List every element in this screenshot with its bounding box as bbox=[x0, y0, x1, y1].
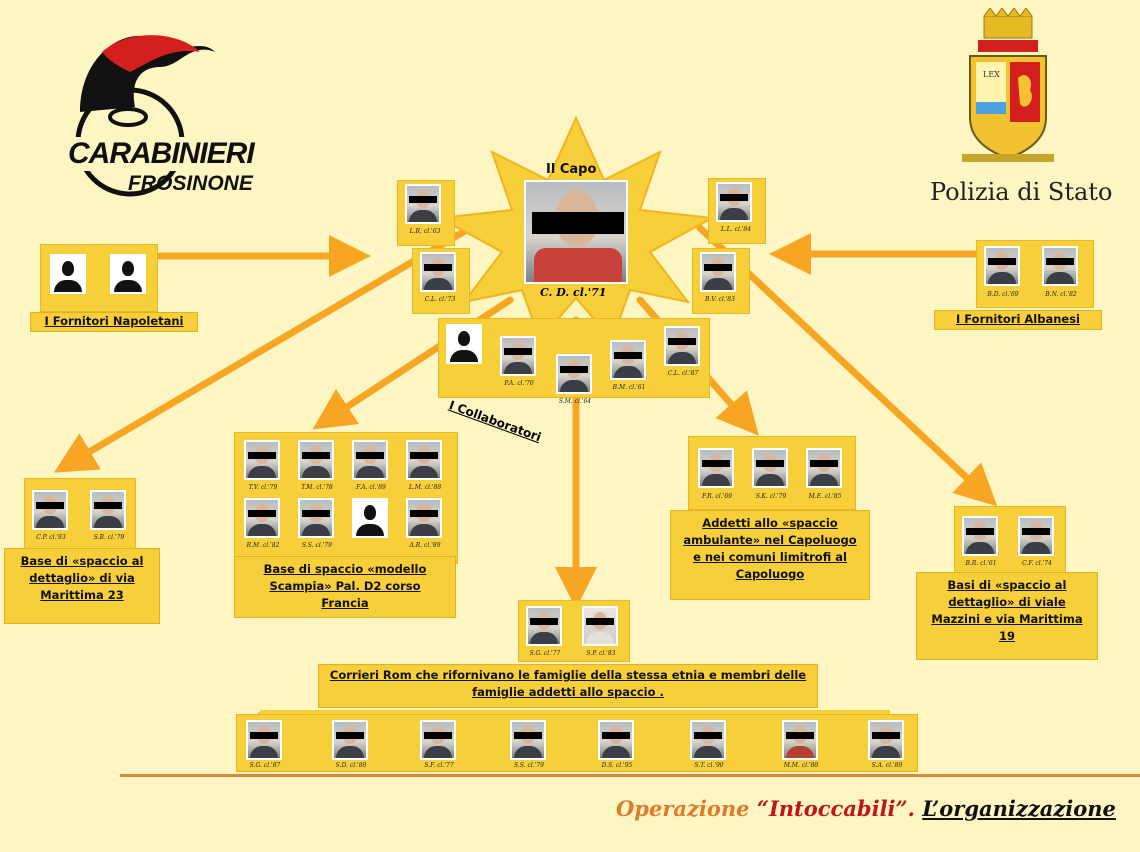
collaboratore-caption-4: B.M. cl.'61 bbox=[612, 384, 646, 391]
polizia-logo: LEX Polizia di Stato bbox=[930, 8, 1130, 208]
corriere-photo-4 bbox=[510, 720, 546, 760]
corriere-caption-3: S.F. cl.'77 bbox=[424, 762, 454, 769]
napoletani-photo-2 bbox=[110, 254, 146, 294]
ambulante-photo-3 bbox=[806, 448, 842, 488]
corrieri-leader-caption-2: S.P. cl.'83 bbox=[586, 650, 616, 657]
mazzini-photo-2 bbox=[1018, 516, 1054, 556]
collaboratore-photo-4 bbox=[610, 340, 646, 380]
scampia-photo-3 bbox=[352, 440, 388, 480]
ambulante-caption-1: F.R. cl.'69 bbox=[702, 493, 732, 500]
scampia-photo-5 bbox=[244, 498, 280, 538]
capo-title: Il Capo bbox=[546, 162, 597, 177]
corriere-caption-8: S.A. cl.'89 bbox=[871, 762, 903, 769]
scampia-caption-5: R.M. cl.'82 bbox=[246, 542, 280, 549]
mazzini-label: Basi di «spaccio al dettaglio» di viale … bbox=[916, 572, 1098, 660]
capo-caption: C. D. cl.'71 bbox=[540, 286, 607, 299]
scampia-photo-8 bbox=[406, 498, 442, 538]
collaboratore-photo-2 bbox=[500, 336, 536, 376]
marittima23-caption-2: S.B. cl.'79 bbox=[93, 534, 125, 541]
polizia-crest-icon bbox=[962, 8, 1054, 162]
ambulante-caption-3: M.E. cl.'85 bbox=[808, 493, 842, 500]
collaboratore-caption-3: S.M. cl.'64 bbox=[558, 398, 592, 405]
corrieri-leader-caption-1: S.G. cl.'77 bbox=[529, 650, 561, 657]
corriere-caption-1: S.G. cl.'87 bbox=[249, 762, 281, 769]
collaboratore-caption-5: C.L. cl.'87 bbox=[667, 370, 699, 377]
scampia-photo-6 bbox=[298, 498, 334, 538]
albanesi-photo-2 bbox=[1042, 246, 1078, 286]
ambulante-caption-2: S.K. cl.'79 bbox=[755, 493, 787, 500]
polizia-title: Polizia di Stato bbox=[930, 178, 1113, 206]
inner-caption-4: B.V. cl.'83 bbox=[705, 296, 735, 303]
scampia-caption-6: S.S. cl.'79 bbox=[302, 542, 332, 549]
ambulante-photo-1 bbox=[698, 448, 734, 488]
inner-photo-2 bbox=[420, 252, 456, 292]
capo-photo bbox=[524, 180, 628, 284]
albanesi-label: I Fornitori Albanesi bbox=[934, 310, 1102, 330]
footer-subtitle: L’organizzazione bbox=[922, 796, 1116, 821]
marittima23-label: Base di «spaccio al dettaglio» di via Ma… bbox=[4, 548, 160, 624]
scampia-photo-7 bbox=[352, 498, 388, 538]
carabinieri-logo: CARABINIERI FROSINONE bbox=[40, 12, 270, 202]
napoletani-label: I Fornitori Napoletani bbox=[30, 312, 198, 332]
corrieri-leader-photo-1 bbox=[526, 606, 562, 646]
albanesi-caption-1: B.D. cl.'69 bbox=[987, 291, 1019, 298]
arrow-to-marittima23 bbox=[53, 224, 474, 473]
inner-caption-2: C.L. cl.'73 bbox=[424, 296, 456, 303]
scampia-caption-2: T.M. cl.'78 bbox=[301, 484, 333, 491]
corriere-caption-2: S.D. cl.'88 bbox=[335, 762, 367, 769]
carabinieri-flame-icon bbox=[75, 35, 215, 197]
corriere-photo-8 bbox=[868, 720, 904, 760]
corrieri-label: Corrieri Rom che rifornivano le famiglie… bbox=[318, 664, 818, 708]
corriere-caption-7: M.M. cl.'88 bbox=[783, 762, 819, 769]
scampia-label: Base di spaccio «modello Scampia» Pal. D… bbox=[234, 556, 456, 618]
polizia-crest-lex: LEX bbox=[983, 70, 1000, 79]
scampia-photo-1 bbox=[244, 440, 280, 480]
footer-title: Operazione “Intoccabili”. L’organizzazio… bbox=[616, 796, 1116, 821]
scampia-photo-2 bbox=[298, 440, 334, 480]
corriere-photo-7 bbox=[782, 720, 818, 760]
napoletani-photo-1 bbox=[50, 254, 86, 294]
inner-caption-1: L.R. cl.'63 bbox=[409, 228, 441, 235]
inner-photo-3 bbox=[716, 182, 752, 222]
collaboratore-photo-3 bbox=[556, 354, 592, 394]
corriere-caption-5: D.S. cl.'95 bbox=[601, 762, 633, 769]
corriere-photo-6 bbox=[690, 720, 726, 760]
albanesi-photo-1 bbox=[984, 246, 1020, 286]
inner-photo-4 bbox=[700, 252, 736, 292]
inner-caption-3: L.L. cl.'84 bbox=[720, 226, 752, 233]
corriere-photo-2 bbox=[332, 720, 368, 760]
footer-divider bbox=[120, 774, 1140, 777]
scampia-caption-1: T.V. cl.'79 bbox=[248, 484, 278, 491]
corriere-photo-5 bbox=[598, 720, 634, 760]
mazzini-caption-1: B.R. cl.'61 bbox=[965, 560, 997, 567]
marittima23-caption-1: C.P. cl.'93 bbox=[36, 534, 66, 541]
mazzini-photo-1 bbox=[962, 516, 998, 556]
collaboratore-photo-5 bbox=[664, 326, 700, 366]
corriere-caption-6: S.T. cl.'90 bbox=[694, 762, 724, 769]
collaboratore-caption-2: P.A. cl.'70 bbox=[504, 380, 534, 387]
collaboratore-photo-1 bbox=[446, 324, 482, 364]
corriere-photo-1 bbox=[246, 720, 282, 760]
scampia-caption-4: L.M. cl.'88 bbox=[408, 484, 442, 491]
corriere-photo-3 bbox=[420, 720, 456, 760]
marittima23-photo-1 bbox=[32, 490, 68, 530]
corriere-caption-4: S.S. cl.'79 bbox=[514, 762, 544, 769]
scampia-caption-3: F.A. cl.'89 bbox=[356, 484, 386, 491]
scampia-photo-4 bbox=[406, 440, 442, 480]
scampia-caption-8: A.R. cl.'89 bbox=[409, 542, 441, 549]
corrieri-leader-photo-2 bbox=[582, 606, 618, 646]
inner-photo-1 bbox=[405, 184, 441, 224]
ambulante-label: Addetti allo «spaccio ambulante» nel Cap… bbox=[670, 510, 870, 600]
ambulante-photo-2 bbox=[752, 448, 788, 488]
footer-operazione: Operazione bbox=[616, 796, 757, 821]
carabinieri-title: CARABINIERI bbox=[68, 137, 255, 171]
carabinieri-subtitle: FROSINONE bbox=[128, 172, 253, 195]
albanesi-caption-2: B.N. cl.'82 bbox=[1045, 291, 1077, 298]
footer-name: “Intoccabili”. bbox=[756, 796, 915, 821]
mazzini-caption-2: C.F. cl.'74 bbox=[1022, 560, 1052, 567]
marittima23-photo-2 bbox=[90, 490, 126, 530]
